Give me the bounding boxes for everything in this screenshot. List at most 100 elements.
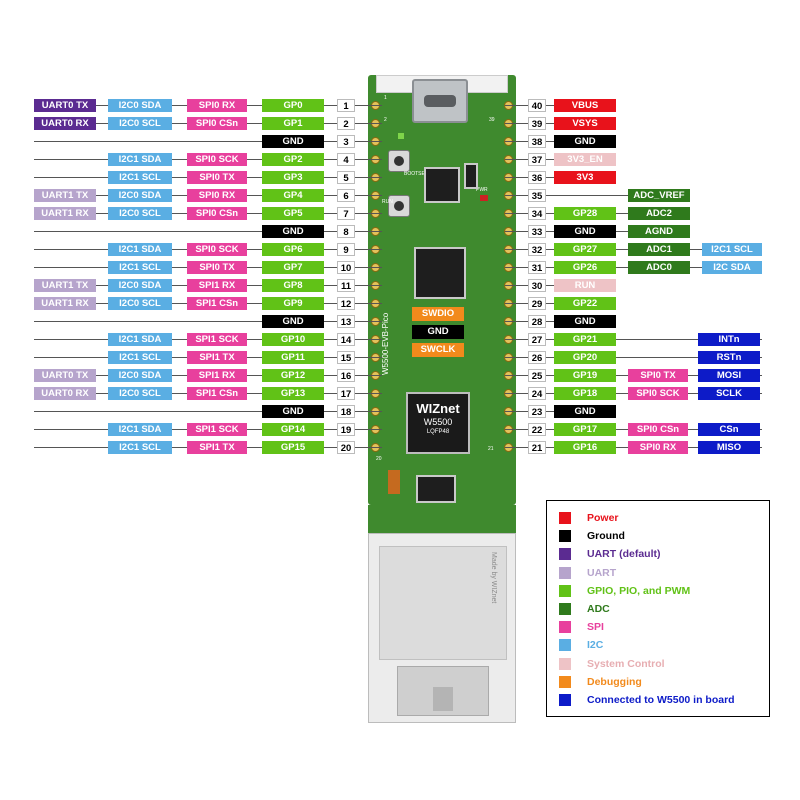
left-pin-label-11: GP8 (262, 279, 324, 292)
left-pin-label-12: GP9 (262, 297, 324, 310)
pin-number-37: 37 (528, 153, 546, 166)
right-pin-label-37: 3V3_EN (554, 153, 616, 166)
silk-pin-1: 1 (384, 95, 387, 101)
connector-line (505, 339, 762, 340)
legend-swatch (559, 566, 571, 579)
left-uart-label-16: UART0 TX (34, 369, 96, 382)
right-pin-label-21: GP16 (554, 441, 616, 454)
pin-number-20: 20 (337, 441, 355, 454)
right-pin-label-31: GP26 (554, 261, 616, 274)
left-spi-label-10: SPI0 TX (187, 261, 247, 274)
pin-number-4: 4 (337, 153, 355, 166)
pin-number-2: 2 (337, 117, 355, 130)
legend-swatch (559, 548, 571, 561)
pin-number-36: 36 (528, 171, 546, 184)
connector-line (34, 411, 382, 412)
right-pin-label-25: GP19 (554, 369, 616, 382)
left-i2c-label-7: I2C0 SCL (108, 207, 172, 220)
pin-number-23: 23 (528, 405, 546, 418)
left-i2c-label-1: I2C0 SDA (108, 99, 172, 112)
pin-number-18: 18 (337, 405, 355, 418)
wiznet-brand: WIZnet (416, 401, 460, 416)
legend-swatch (559, 512, 571, 524)
board-illustration: 1 2 39 20 21 BOOTSEL RUN PWR W5500-EVB-P… (368, 75, 516, 725)
pin-number-16: 16 (337, 369, 355, 382)
bootsel-silk: BOOTSEL (404, 171, 428, 177)
right-w5500-label-24: SCLK (698, 387, 760, 400)
usb-port-icon (424, 95, 456, 107)
left-i2c-label-6: I2C0 SDA (108, 189, 172, 202)
right-adc-label-31: ADC0 (628, 261, 690, 274)
rj45-housing (379, 546, 507, 660)
left-pin-label-10: GP7 (262, 261, 324, 274)
pin-number-9: 9 (337, 243, 355, 256)
left-i2c-label-17: I2C0 SCL (108, 387, 172, 400)
legend-label: UART (default) (587, 548, 661, 561)
left-pin-label-14: GP10 (262, 333, 324, 346)
left-spi-label-20: SPI1 TX (187, 441, 247, 454)
rp2040-chip (414, 247, 466, 299)
left-pin-label-15: GP11 (262, 351, 324, 364)
left-spi-label-19: SPI1 SCK (187, 423, 247, 436)
pin-number-6: 6 (337, 189, 355, 202)
pin-number-12: 12 (337, 297, 355, 310)
bootsel-button (388, 150, 410, 172)
left-spi-label-1: SPI0 RX (187, 99, 247, 112)
legend-label: SPI (587, 621, 604, 634)
pwr-silk: PWR (476, 187, 488, 193)
pin-number-25: 25 (528, 369, 546, 382)
left-uart-label-2: UART0 RX (34, 117, 96, 130)
right-w5500-label-26: RSTn (698, 351, 760, 364)
silk-pin-39: 39 (489, 117, 495, 123)
pwr-led-icon (480, 195, 488, 201)
right-adc-label-33: AGND (628, 225, 690, 238)
left-pin-label-3: GND (262, 135, 324, 148)
legend-label: System Control (587, 657, 665, 670)
flash-chip (424, 167, 460, 203)
right-pin-label-22: GP17 (554, 423, 616, 436)
pin-number-27: 27 (528, 333, 546, 346)
left-i2c-label-10: I2C1 SCL (108, 261, 172, 274)
rj45-brand: Made by WIZnet (490, 552, 497, 604)
left-spi-label-9: SPI0 SCK (187, 243, 247, 256)
left-pin-label-7: GP5 (262, 207, 324, 220)
pin-number-38: 38 (528, 135, 546, 148)
legend-swatch (559, 621, 571, 634)
legend-swatch (559, 603, 571, 615)
left-i2c-label-2: I2C0 SCL (108, 117, 172, 130)
connector-line (505, 195, 690, 196)
connector-line (505, 357, 762, 358)
silk-pin-2: 2 (384, 117, 387, 123)
left-uart-label-6: UART1 TX (34, 189, 96, 202)
left-spi-label-17: SPI1 CSn (187, 387, 247, 400)
pin-number-13: 13 (337, 315, 355, 328)
connector-line (34, 321, 382, 322)
right-pin-label-26: GP20 (554, 351, 616, 364)
left-pin-label-1: GP0 (262, 99, 324, 112)
right-w5500-label-25: MOSI (698, 369, 760, 382)
left-pin-label-5: GP3 (262, 171, 324, 184)
legend-label: Ground (587, 530, 625, 543)
left-pin-label-8: GND (262, 225, 324, 238)
run-silk: RUN (382, 199, 393, 205)
pin-number-32: 32 (528, 243, 546, 256)
debug-label-gnd: GND (412, 325, 464, 339)
left-i2c-label-15: I2C1 SCL (108, 351, 172, 364)
left-i2c-label-4: I2C1 SDA (108, 153, 172, 166)
legend-label: Debugging (587, 675, 642, 688)
connector-line (34, 231, 382, 232)
legend-label: Power (587, 512, 619, 524)
right-spi-label-21: SPI0 RX (628, 441, 688, 454)
pin-number-7: 7 (337, 207, 355, 220)
left-pin-label-4: GP2 (262, 153, 324, 166)
right-w5500-label-27: INTn (698, 333, 760, 346)
board-name-silk: W5500-EVB-Pico (381, 312, 390, 375)
pin-number-29: 29 (528, 297, 546, 310)
w5500-package: LQFP48 (426, 429, 450, 435)
right-adc-label-32: ADC1 (628, 243, 690, 256)
legend-swatch (559, 694, 571, 706)
left-pin-label-6: GP4 (262, 189, 324, 202)
legend-label: GPIO, PIO, and PWM (587, 584, 691, 597)
